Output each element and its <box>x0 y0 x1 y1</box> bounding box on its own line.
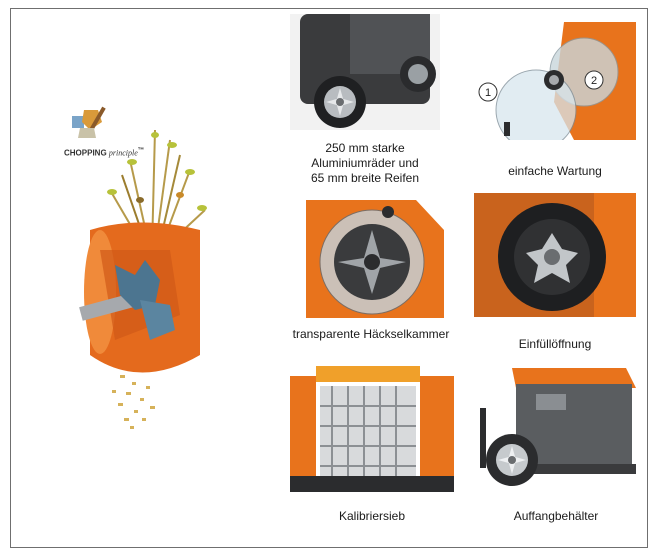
wheels-caption-line: 250 mm starke <box>325 141 405 155</box>
leaves-graphic <box>107 132 207 211</box>
chamber-caption: transparente Häckselkammer <box>292 327 450 341</box>
inlet-caption: Einfüllöffnung <box>518 337 592 351</box>
chamber-photo <box>306 200 444 318</box>
inlet-photo <box>474 193 636 317</box>
chopping-logo-icon <box>72 106 106 138</box>
chopping-principle-logo: CHOPPING principle™ <box>64 147 144 158</box>
logo-word: CHOPPING <box>64 148 107 158</box>
cutting-drum-graphic <box>79 222 200 373</box>
maintenance-photo: 1 2 <box>474 22 636 140</box>
wood-chips-graphic <box>112 375 155 429</box>
sieve-photo <box>290 366 454 492</box>
chopping-principle-illustration <box>72 106 207 429</box>
wheels-caption: 250 mm starke Aluminiumräder und 65 mm b… <box>290 141 440 186</box>
container-caption: Auffangbehälter <box>513 509 599 523</box>
container-photo <box>476 368 636 492</box>
wheels-caption-line: 65 mm breite Reifen <box>310 171 420 185</box>
logo-trademark: ™ <box>137 147 145 154</box>
wheels-photo <box>290 14 440 130</box>
sieve-caption: Kalibriersieb <box>338 509 406 523</box>
logo-script-word: principle <box>108 148 138 158</box>
maintenance-caption: einfache Wartung <box>508 164 602 178</box>
step-1-label: 1 <box>485 87 491 99</box>
wheels-caption-line: Aluminiumräder und <box>311 156 419 170</box>
step-2-label: 2 <box>591 75 597 87</box>
